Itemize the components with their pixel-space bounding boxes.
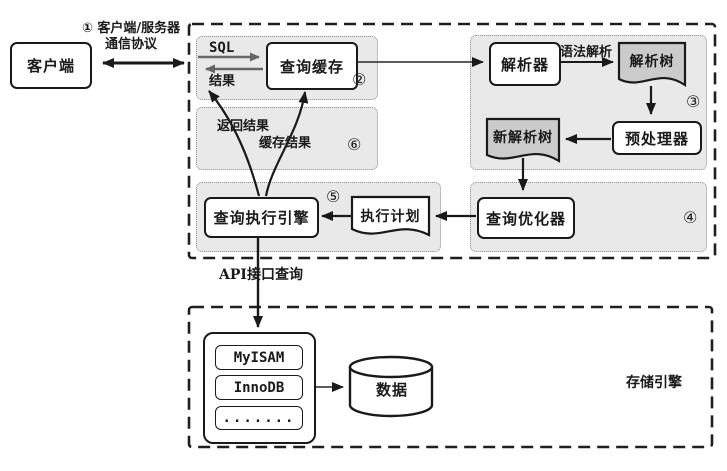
- engine-item-innodb: InnoDB: [215, 375, 303, 400]
- preprocessor-box: 预处理器: [612, 121, 702, 155]
- new-parse-tree-label: 新解析树: [493, 130, 553, 146]
- cache-result-label: 缓存结果: [259, 136, 312, 151]
- storage-container: [187, 305, 714, 449]
- return-result-arrow: [208, 90, 261, 197]
- client-label: 客户端: [26, 57, 75, 75]
- server-container: [187, 22, 717, 260]
- data-label: 数据: [375, 381, 408, 399]
- client-box: 客户端: [10, 42, 92, 89]
- myisam-label: MyISAM: [233, 349, 285, 366]
- innodb-label: InnoDB: [233, 379, 285, 396]
- storage-engine-label: 存储引擎: [626, 375, 682, 391]
- return-result-label: 返回结果: [217, 119, 270, 134]
- api-query-label: API接口查询: [219, 267, 303, 283]
- query-optimizer-box: 查询优化器: [477, 197, 575, 239]
- parse-tree-shape: [617, 41, 687, 88]
- data-cylinder-top: [348, 355, 434, 379]
- step-5: ⑤: [326, 187, 341, 206]
- protocol-line2: 通信协议: [104, 36, 157, 52]
- exec-plan-shape: [350, 195, 431, 237]
- exec-plan-label: 执行计划: [360, 209, 421, 225]
- step-4: ④: [683, 208, 698, 227]
- other-engines-label: .......: [222, 410, 296, 426]
- parse-tree-label: 解析树: [629, 54, 675, 70]
- preprocessor-label: 预处理器: [624, 129, 689, 148]
- query-exec-engine-label: 查询执行引擎: [213, 209, 310, 227]
- parser-label: 解析器: [500, 55, 549, 74]
- parser-box: 解析器: [489, 42, 561, 86]
- cache-result-arrow: [264, 91, 309, 197]
- step-6: ⑥: [347, 135, 362, 154]
- step-2: ②: [352, 70, 367, 89]
- query-cache-box: 查询缓存: [266, 42, 358, 90]
- query-exec-engine-box: 查询执行引擎: [204, 197, 319, 238]
- protocol-line1: ① 客户端/服务器: [81, 21, 181, 36]
- data-cylinder-body: [348, 365, 434, 418]
- sql-label: SQL: [209, 40, 235, 56]
- result-label: 结果: [209, 74, 236, 89]
- syntax-parse-label: 语法解析: [560, 45, 613, 60]
- query-optimizer-label: 查询优化器: [485, 209, 566, 228]
- engine-item-other: .......: [215, 406, 303, 430]
- engine-item-myisam: MyISAM: [215, 345, 303, 370]
- new-parse-tree-shape: [485, 117, 561, 163]
- protocol-label: ① 客户端/服务器 通信协议: [72, 21, 190, 52]
- query-cache-label: 查询缓存: [279, 57, 344, 76]
- step-3: ③: [686, 92, 701, 111]
